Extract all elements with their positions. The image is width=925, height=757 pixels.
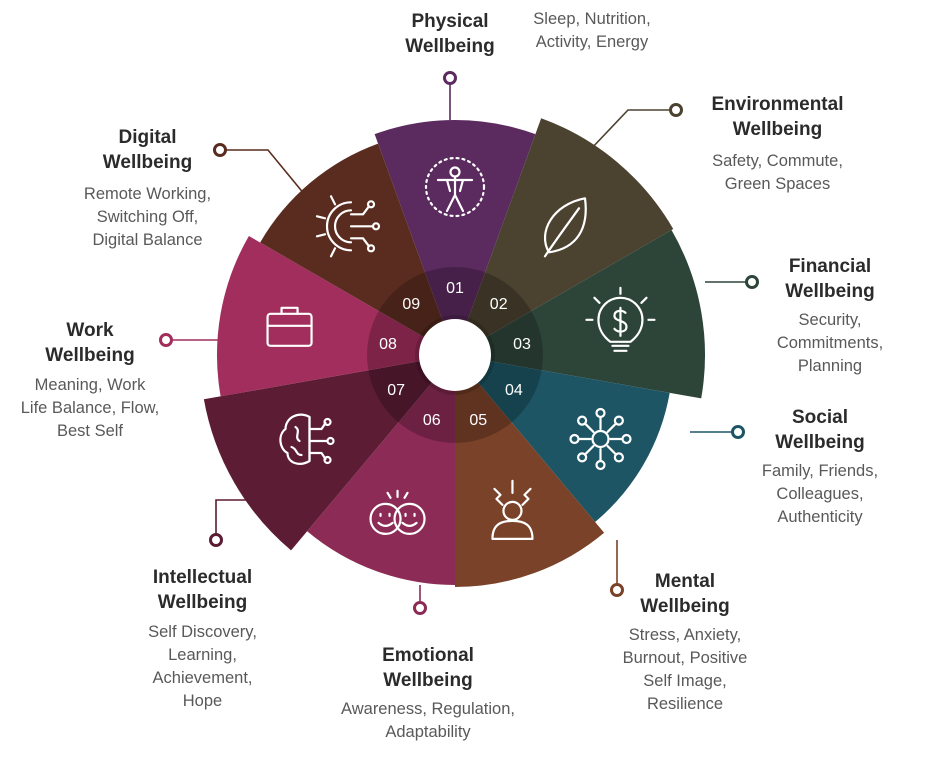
segment-number-social: 04 — [505, 382, 523, 399]
connector-line-environmental — [589, 109, 676, 151]
title-mental: Mental Wellbeing — [640, 571, 730, 617]
segment-work — [217, 236, 455, 397]
vitruvian-figure-icon — [424, 156, 486, 218]
connector-dot-environmental — [669, 103, 683, 117]
wedge-physical — [374, 120, 536, 356]
connector-dot-social — [731, 425, 745, 439]
connector-dot-intellectual — [209, 533, 223, 547]
segment-number-financial: 03 — [513, 336, 531, 353]
wedge-digital — [260, 143, 455, 355]
stressed-person-icon — [491, 479, 534, 540]
title-digital: Digital Wellbeing — [102, 127, 193, 173]
label-physical: Physical Wellbeing — [380, 9, 520, 59]
title-financial: Financial Wellbeing — [785, 256, 875, 302]
title-intellectual: Intellectual Wellbeing — [152, 567, 253, 613]
label-social: Social Wellbeing Family, Friends, Collea… — [740, 405, 900, 529]
label-environmental: Environmental Wellbeing Safety, Commute,… — [680, 92, 875, 196]
segment-mental — [455, 355, 605, 587]
title-environmental: Environmental Wellbeing — [711, 94, 844, 140]
wedge-intellectual — [203, 355, 455, 551]
segment-intellectual — [203, 355, 455, 551]
wedge-social — [455, 355, 670, 522]
connector-dot-physical — [443, 71, 457, 85]
title-emotional: Emotional Wellbeing — [382, 645, 474, 691]
title-physical: Physical Wellbeing — [405, 11, 495, 57]
segment-number-intellectual: 07 — [387, 382, 405, 399]
connector-dot-financial — [745, 275, 759, 289]
leaf-icon — [543, 197, 587, 258]
lightbulb-dollar-icon — [585, 286, 656, 352]
desc-physical: Sleep, Nutrition, Activity, Energy — [533, 10, 651, 51]
connector-line-digital — [220, 149, 306, 196]
wedge-work — [217, 236, 455, 397]
label-mental: Mental Wellbeing Stress, Anxiety, Burnou… — [605, 569, 765, 716]
connector-dot-mental — [610, 583, 624, 597]
segment-number-mental: 05 — [469, 412, 487, 429]
label-digital: Digital Wellbeing Remote Working, Switch… — [60, 125, 235, 252]
segment-environmental — [455, 118, 674, 356]
segment-number-emotional: 06 — [423, 412, 441, 429]
desc-environmental: Safety, Commute, Green Spaces — [712, 152, 843, 193]
segment-social — [455, 355, 670, 522]
segment-number-environmental: 02 — [490, 296, 508, 313]
desc-social: Family, Friends, Colleagues, Authenticit… — [761, 462, 879, 526]
label-emotional: Emotional Wellbeing Awareness, Regulatio… — [318, 643, 538, 744]
label-financial: Financial Wellbeing Security, Commitment… — [750, 254, 910, 378]
wedge-environmental — [455, 118, 674, 356]
desc-financial: Security, Commitments, Planning — [776, 311, 884, 375]
desc-emotional: Awareness, Regulation, Adaptability — [341, 700, 515, 741]
connector-line-intellectual — [215, 499, 255, 540]
segment-emotional — [307, 355, 455, 585]
label-work: Work Wellbeing Meaning, Work Life Balanc… — [5, 318, 175, 443]
wedge-financial — [455, 230, 706, 399]
segment-financial — [455, 230, 706, 399]
desc-digital: Remote Working, Switching Off, Digital B… — [83, 185, 212, 249]
wedge-emotional — [307, 355, 455, 585]
segment-number-digital: 09 — [402, 296, 420, 313]
wedge-mental — [455, 355, 605, 587]
briefcase-icon — [266, 306, 313, 347]
desc-intellectual: Self Discovery, Learning, Achievement, H… — [148, 623, 257, 710]
title-social: Social Wellbeing — [775, 407, 865, 453]
segment-number-physical: 01 — [446, 280, 464, 297]
segment-number-work: 08 — [379, 336, 397, 353]
connector-dot-work — [159, 333, 173, 347]
desc-block-physical: Sleep, Nutrition, Activity, Energy — [512, 8, 672, 54]
brain-circuit-icon — [279, 413, 335, 465]
label-intellectual: Intellectual Wellbeing Self Discovery, L… — [120, 565, 285, 713]
center-hole — [419, 319, 491, 391]
connector-dot-emotional — [413, 601, 427, 615]
digital-gear-icon — [315, 195, 381, 258]
segment-digital — [260, 143, 455, 355]
desc-work: Meaning, Work Life Balance, Flow, Best S… — [20, 376, 160, 440]
desc-mental: Stress, Anxiety, Burnout, Positive Self … — [622, 626, 748, 713]
network-people-icon — [569, 407, 632, 471]
connector-dot-digital — [213, 143, 227, 157]
smiling-faces-icon — [369, 489, 426, 535]
segment-physical — [374, 120, 536, 356]
title-work: Work Wellbeing — [45, 320, 135, 366]
